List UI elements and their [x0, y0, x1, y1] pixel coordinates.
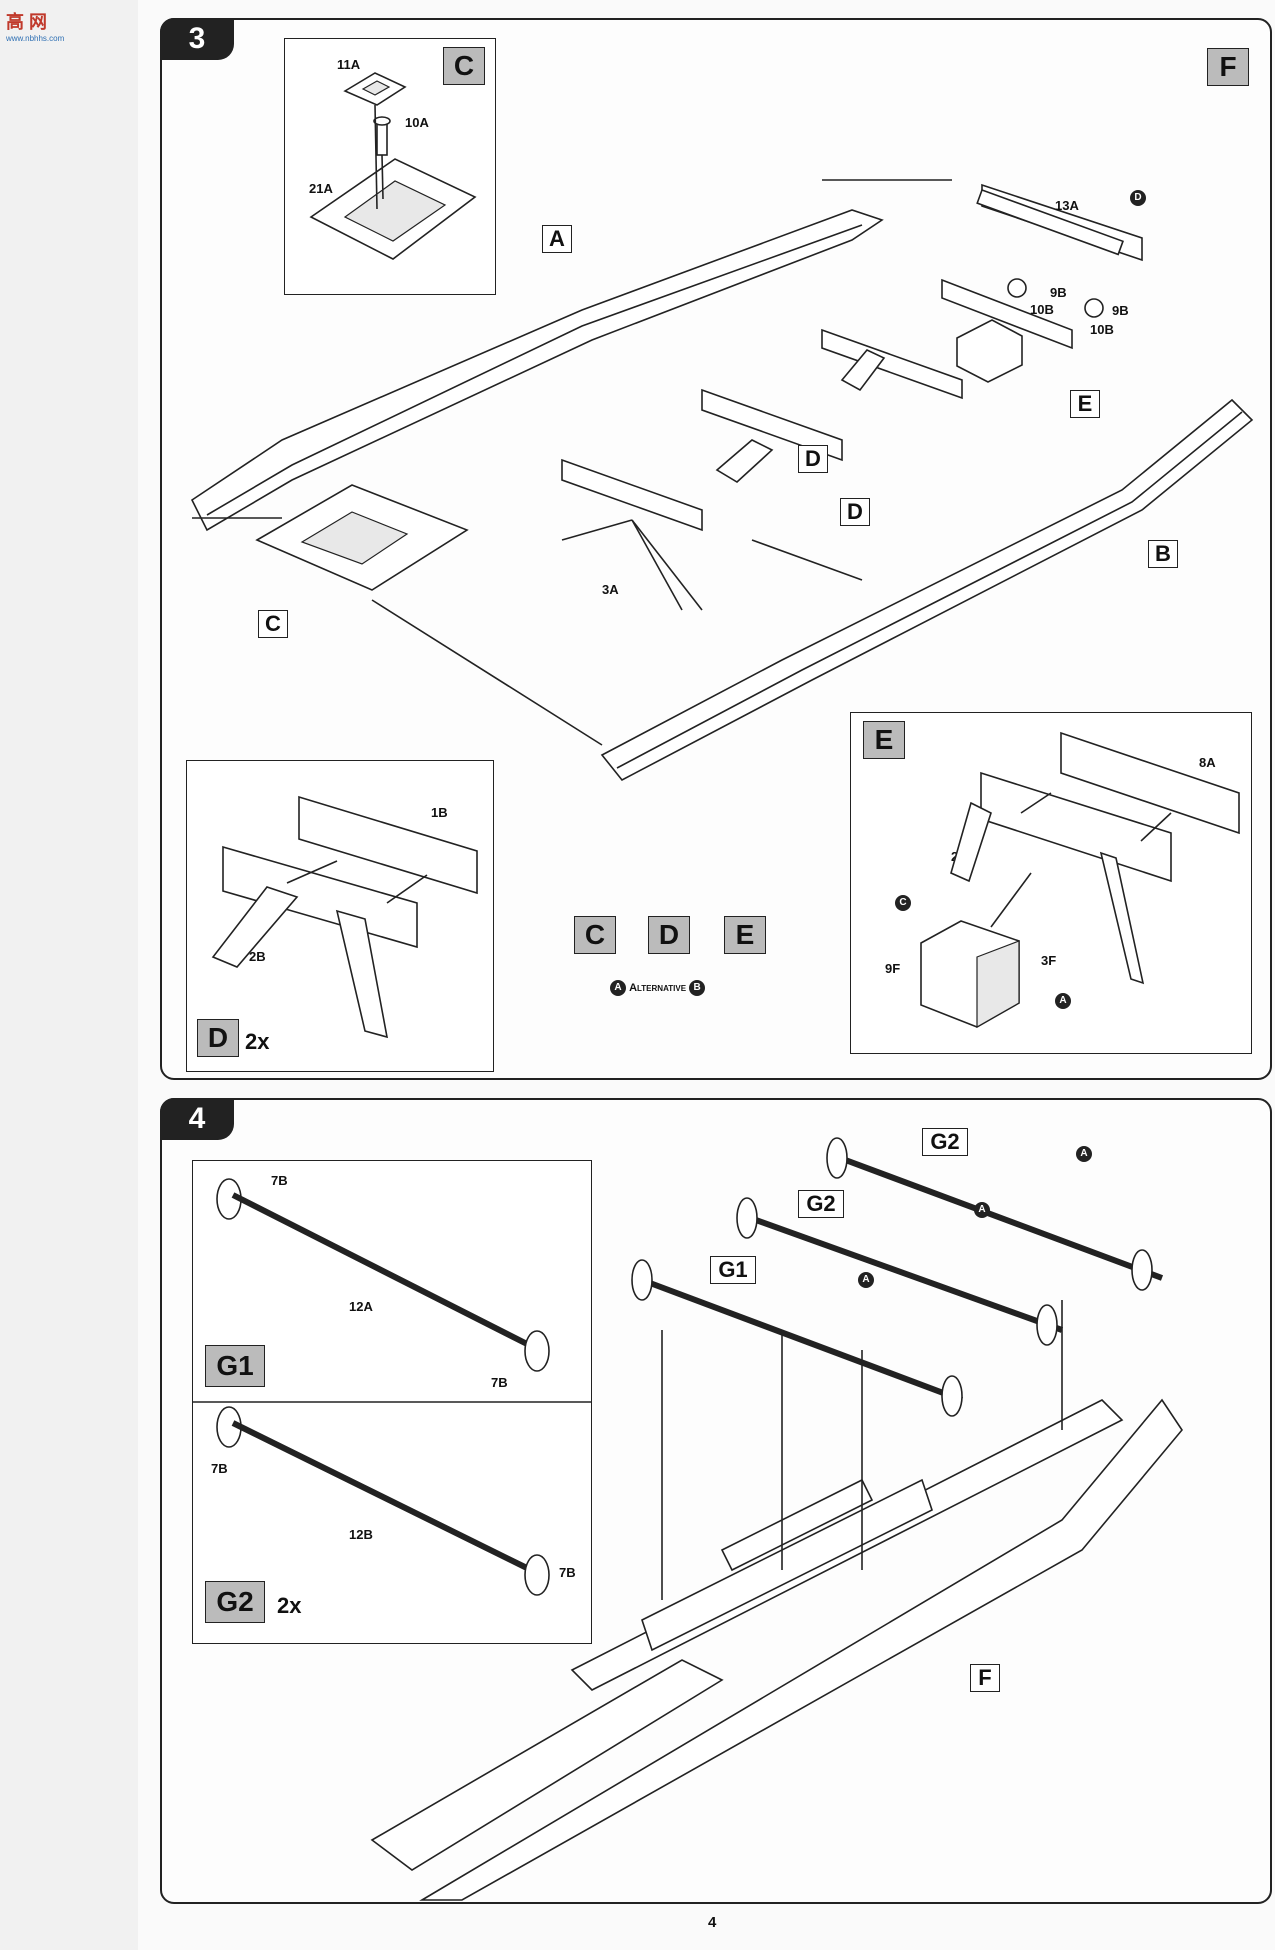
inset-c-tag: C [443, 47, 485, 85]
part-label: 7B [211, 1461, 228, 1476]
frame-tag-e: E [1070, 390, 1100, 418]
part-label: 3A [602, 582, 619, 597]
alternative-text: Alternative [629, 981, 687, 994]
quantity-label: 2x [277, 1593, 302, 1618]
inset-e: E 8A 2A 3F 9F C A [850, 712, 1252, 1054]
frame-tag-c: C [258, 610, 288, 638]
frame-tag-d-1: D [798, 445, 828, 473]
frame-tag-a: A [542, 225, 572, 253]
inset-g1-g2: 7B 12A 7B G1 7B 12B 7B G2 2x [192, 1160, 592, 1644]
callout-a: A [858, 1272, 874, 1288]
inset-c: C 11A 10A 21A [284, 38, 496, 295]
part-label: 10B [1030, 302, 1054, 317]
part-label: 7B [491, 1375, 508, 1390]
quantity-label: 2x [245, 1029, 270, 1054]
part-label: 9B [1112, 303, 1129, 318]
step-number: 3 [160, 18, 234, 60]
step-number: 4 [160, 1098, 234, 1140]
part-label: 10B [1090, 322, 1114, 337]
assembled-frame-drawing [370, 1137, 1183, 1901]
watermark-subtitle: www.nbhhs.com [6, 34, 65, 43]
alternative-a-icon: A [610, 980, 626, 996]
axle-drawings [193, 1178, 591, 1596]
step-4-panel: 4 7B 12A 7B G1 7B 12B 7B G2 2x [160, 1098, 1272, 1904]
callout-d: D [1130, 190, 1146, 206]
left-margin: 高 网 www.nbhhs.com [0, 0, 138, 1950]
part-label: 21A [309, 181, 333, 196]
page-number: 4 [708, 1914, 717, 1931]
frame-tag-b: B [1148, 540, 1178, 568]
watermark-title: 高 网 [6, 12, 48, 32]
tag-f: F [970, 1664, 1000, 1692]
callout-c: C [895, 895, 911, 911]
inset-d: 1B 2B D 2x [186, 760, 494, 1072]
chassis-frame-drawing [190, 179, 1254, 782]
tag-g1: G1 [710, 1256, 756, 1284]
option-d: D [648, 916, 690, 954]
inset-d-tag: D [197, 1019, 239, 1057]
g1-tag: G1 [205, 1345, 265, 1387]
alternative-note: A Alternative B [610, 980, 706, 996]
step-3-panel: 3 F C 11A 10A 21A [160, 18, 1272, 1080]
part-label: 2B [249, 949, 266, 964]
inset-c-drawing [309, 72, 477, 260]
watermark-logo: 高 网 www.nbhhs.com [6, 8, 64, 43]
inset-d-drawing [211, 795, 478, 1039]
part-label: 12B [349, 1527, 373, 1542]
tag-g2-1: G2 [798, 1190, 844, 1218]
part-label: 8A [1199, 755, 1216, 770]
callout-a: A [974, 1202, 990, 1218]
tag-g2-2: G2 [922, 1128, 968, 1156]
part-label: 10A [405, 115, 429, 130]
option-c: C [574, 916, 616, 954]
part-label: 11A [337, 57, 361, 72]
frame-tag-d-2: D [840, 498, 870, 526]
part-label: 3F [1041, 953, 1057, 968]
part-label: 1B [431, 805, 448, 820]
part-label: 9F [885, 961, 901, 976]
part-label: 7B [559, 1565, 576, 1580]
option-e: E [724, 916, 766, 954]
inset-e-tag: E [863, 721, 905, 759]
alternative-b-icon: B [689, 980, 706, 996]
g2-tag: G2 [205, 1581, 265, 1623]
part-label: 9B [1050, 285, 1067, 300]
callout-a: A [1055, 993, 1071, 1009]
part-label: 12A [349, 1299, 373, 1314]
part-label: 7B [271, 1173, 288, 1188]
part-label: 13A [1055, 198, 1079, 213]
frame-tag-f: F [1207, 48, 1249, 86]
callout-a: A [1076, 1146, 1092, 1162]
inset-e-drawing [920, 731, 1240, 1029]
